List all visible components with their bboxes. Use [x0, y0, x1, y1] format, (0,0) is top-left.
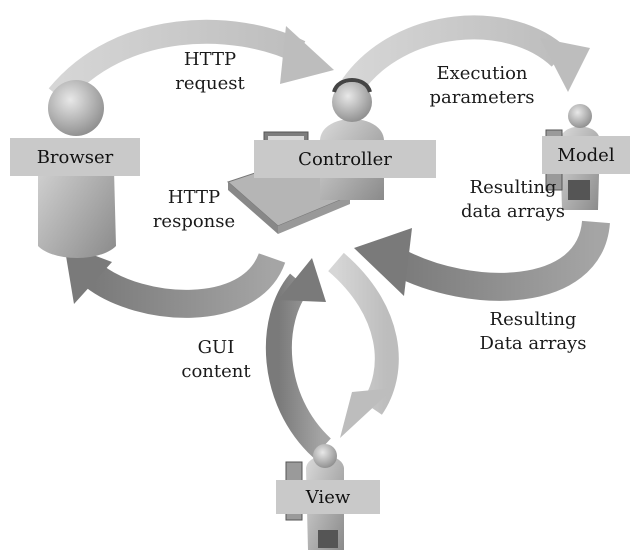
controller-node-label: Controller	[254, 140, 436, 178]
execution-parameters-arrow	[342, 15, 590, 94]
browser-node-label: Browser	[10, 138, 140, 176]
execution-parameters-label: Execution parameters	[429, 63, 535, 108]
controller-to-view-arrow	[327, 252, 399, 438]
http-request-label: HTTP request	[175, 49, 245, 94]
gui-content-label: GUI content	[181, 337, 251, 382]
resulting-data-arrays-controller-label: Resulting Data arrays	[479, 309, 587, 354]
model-node-label: Model	[542, 136, 630, 174]
http-response-label: HTTP response	[152, 187, 236, 232]
resulting-data-arrays-model-label: Resulting data arrays	[460, 177, 566, 222]
view-node-label: View	[276, 480, 380, 514]
resulting-data-arrays-arrow	[354, 219, 610, 301]
http-request-arrow	[48, 19, 334, 104]
gui-content-arrow	[265, 258, 332, 458]
http-response-arrow	[64, 244, 286, 318]
